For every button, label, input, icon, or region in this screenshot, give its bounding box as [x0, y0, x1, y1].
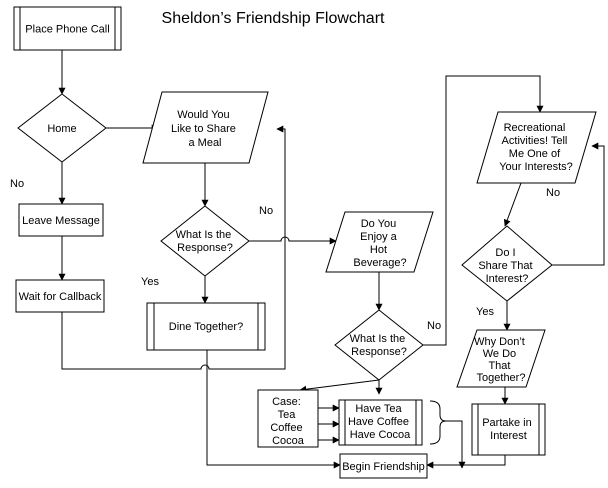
leave-message-label: Leave Message	[22, 215, 100, 227]
why-dont-line-1: Why Don’t	[474, 336, 525, 348]
node-share-interest-decision: Do I Share That Interest?	[461, 225, 553, 302]
svg-text:Home: Home	[47, 123, 76, 135]
brace	[429, 400, 447, 445]
case-line-2: Tea	[278, 409, 297, 421]
edge-label-meal-no: No	[259, 205, 273, 217]
edge-label-interest-yes: Yes	[476, 306, 494, 318]
begin-friendship-label: Begin Friendship	[342, 461, 425, 473]
edge-response-to-beverage	[249, 236, 337, 245]
svg-text:Do I Share That In: Do I Share That Interest?	[478, 247, 535, 285]
recreational-line-4: Your Interests?	[499, 161, 573, 173]
edge-brace-to-friendship	[446, 420, 466, 469]
svg-text:Partake in Interest: Partake in Interest	[482, 417, 535, 442]
edge-beverage-no-to-recreational	[423, 75, 544, 346]
share-meal-line-1: Would You	[177, 109, 229, 121]
place-phone-call-label: Place Phone Call	[25, 24, 109, 36]
edges	[58, 50, 605, 469]
recreational-line-1: Recreational	[504, 122, 566, 134]
edge-label-beverage-no: No	[427, 320, 441, 332]
svg-text:Have Tea Have Coffee: Have Tea Have Coffee Have Cocoa	[348, 403, 412, 441]
have-line-2: Have Coffee	[348, 416, 409, 428]
why-dont-line-4: Together?	[477, 372, 526, 384]
node-why-dont: Why Don’t We Do That Together?	[456, 329, 546, 388]
recreational-line-2: Activities! Tell	[502, 135, 568, 147]
svg-text:Do You Enjoy a Hot: Do You Enjoy a Hot Beverage?	[353, 218, 406, 269]
share-interest-line-3: Interest?	[486, 273, 529, 285]
share-meal-line-2: Like to Share	[171, 123, 236, 135]
node-wait-for-callback: Wait for Callback	[15, 279, 105, 313]
svg-text:What Is the Response?: What Is the Response?	[176, 229, 235, 254]
node-meal-response-decision: What Is the Response?	[160, 205, 250, 277]
node-share-meal: Would You Like to Share a Meal	[142, 91, 269, 164]
edge-recreational-to-share-interest	[503, 182, 522, 227]
svg-text:Leave Message: Leave Message	[22, 215, 100, 227]
node-begin-friendship: Begin Friendship	[339, 453, 428, 479]
share-interest-line-2: Share That	[478, 260, 532, 272]
node-place-phone-call: Place Phone Call	[13, 6, 122, 51]
hot-beverage-line-2: Enjoy a	[360, 231, 398, 243]
svg-text:Why Don’t We Do Th: Why Don’t We Do That Together?	[474, 336, 528, 384]
node-have-beverage: Have Tea Have Coffee Have Cocoa	[338, 399, 423, 446]
meal-response-line-2: Response?	[177, 242, 233, 254]
have-line-3: Have Cocoa	[350, 429, 411, 441]
why-dont-line-3: That	[488, 360, 510, 372]
svg-text:Recreational Activities!: Recreational Activities! Tell Me One of …	[499, 122, 573, 173]
node-recreational: Recreational Activities! Tell Me One of …	[476, 111, 597, 184]
hot-beverage-line-4: Beverage?	[353, 257, 406, 269]
meal-response-line-1: What Is the	[176, 229, 232, 241]
partake-line-1: Partake in	[482, 417, 532, 429]
hot-beverage-line-3: Hot	[370, 244, 387, 256]
dine-together-label: Dine Together?	[169, 321, 243, 333]
svg-text:Dine Together?: Dine Together?	[169, 321, 243, 333]
wait-for-callback-label: Wait for Callback	[19, 291, 102, 303]
case-line-3: Coffee	[270, 422, 302, 434]
svg-text:Begin Friendship: Begin Friendship	[342, 461, 425, 473]
have-line-1: Have Tea	[355, 403, 402, 415]
recreational-line-3: Me One of	[509, 148, 561, 160]
edge-dine-to-friendship	[206, 350, 341, 469]
partake-line-2: Interest	[490, 430, 527, 442]
edge-response-to-case	[299, 379, 380, 393]
share-meal-line-3: a Meal	[188, 137, 221, 149]
edge-share-interest-no-loop	[552, 142, 605, 266]
why-dont-line-2: We Do	[483, 348, 516, 360]
edge-label-meal-yes: Yes	[141, 276, 159, 288]
node-partake: Partake in Interest	[471, 403, 546, 456]
edge-label-interest-no: No	[546, 187, 560, 199]
share-interest-line-1: Do I	[495, 247, 515, 259]
node-case-box: Case: Tea Coffee Cocoa	[257, 389, 319, 448]
home-label: Home	[47, 123, 76, 135]
case-line-4: Cocoa	[272, 435, 305, 447]
hot-beverage-line-1: Do You	[361, 218, 396, 230]
beverage-response-line-1: What Is the	[350, 333, 406, 345]
node-beverage-response-decision: What Is the Response?	[334, 309, 424, 381]
edge-wait-loop-to-share-meal	[61, 125, 286, 370]
node-hot-beverage: Do You Enjoy a Hot Beverage?	[325, 211, 434, 273]
chart-title: Sheldon’s Friendship Flowchart	[162, 10, 385, 27]
svg-text:Wait for Callback: Wait for Callback	[19, 291, 102, 303]
svg-text:What Is the Response?: What Is the Response?	[350, 333, 409, 358]
edge-label-home-no: No	[10, 178, 24, 190]
svg-text:Place Phone Call: Place Phone Call	[25, 24, 109, 36]
case-line-1: Case:	[272, 396, 301, 408]
node-leave-message: Leave Message	[18, 203, 104, 237]
edge-partake-to-friendship	[426, 455, 506, 469]
node-home-decision: Home	[17, 93, 107, 163]
svg-text:Would You Like to Share: Would You Like to Share a Meal	[171, 109, 239, 149]
svg-text:Case: Tea Coffee: Case: Tea Coffee Cocoa	[270, 396, 305, 447]
node-dine-together: Dine Together?	[146, 302, 266, 351]
beverage-response-line-2: Response?	[351, 346, 407, 358]
